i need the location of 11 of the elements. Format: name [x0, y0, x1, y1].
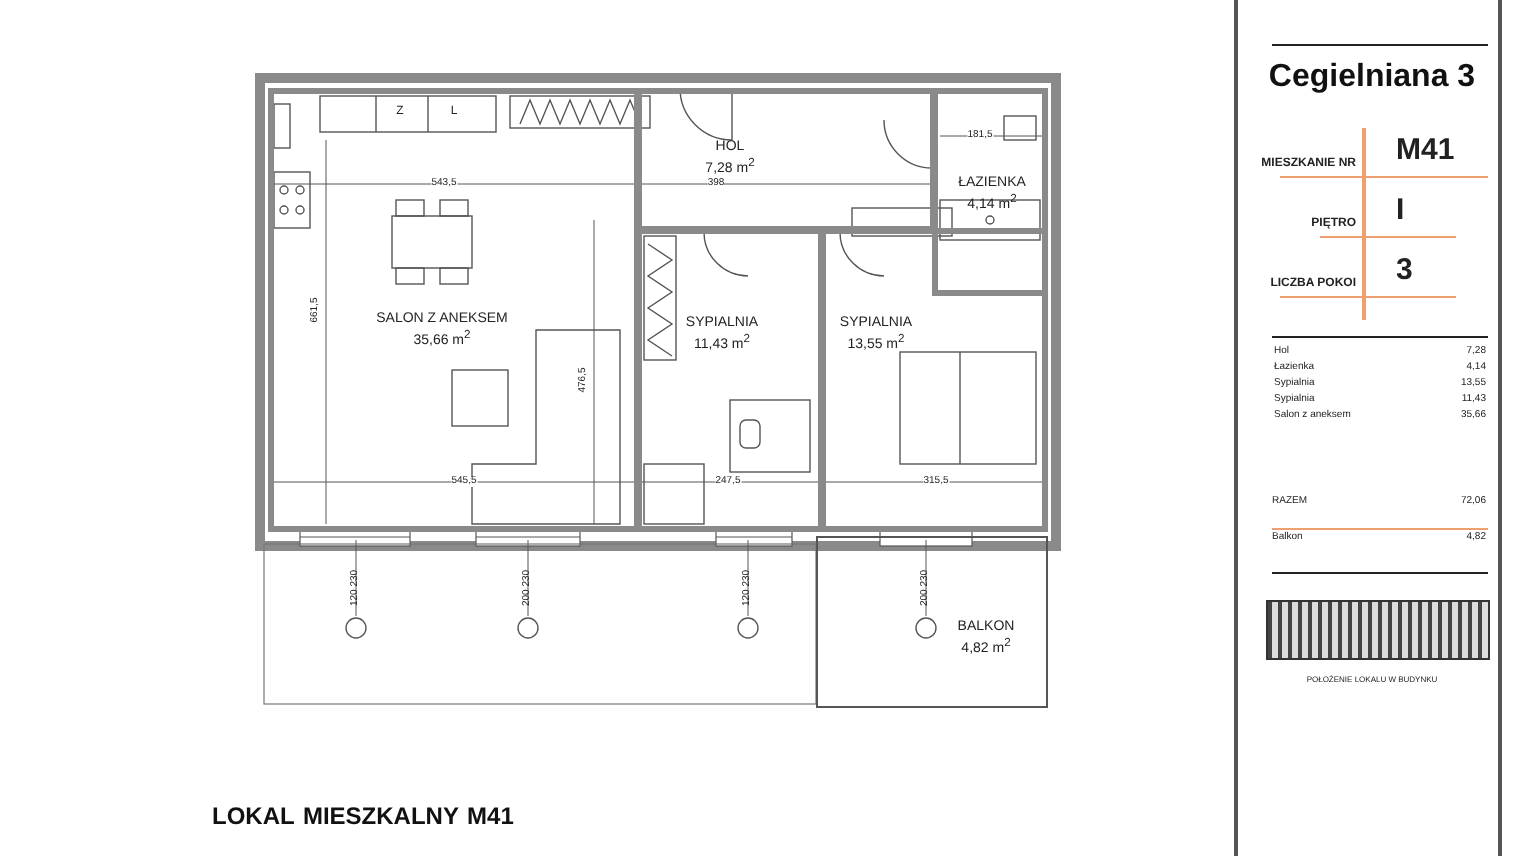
- room-outline: [932, 88, 1048, 296]
- field-value: M41: [1396, 135, 1455, 165]
- balcony-outline: [816, 536, 1048, 708]
- caption: LOKAL MIESZKALNY M41: [212, 802, 514, 830]
- room-outline: [268, 88, 640, 532]
- title: Cegielniana 3: [1266, 60, 1478, 96]
- field-value: I: [1396, 195, 1405, 225]
- field-value: 3: [1396, 255, 1413, 285]
- room-outline: [820, 228, 1048, 532]
- room-outline: [636, 228, 824, 532]
- room-outline: [636, 88, 936, 232]
